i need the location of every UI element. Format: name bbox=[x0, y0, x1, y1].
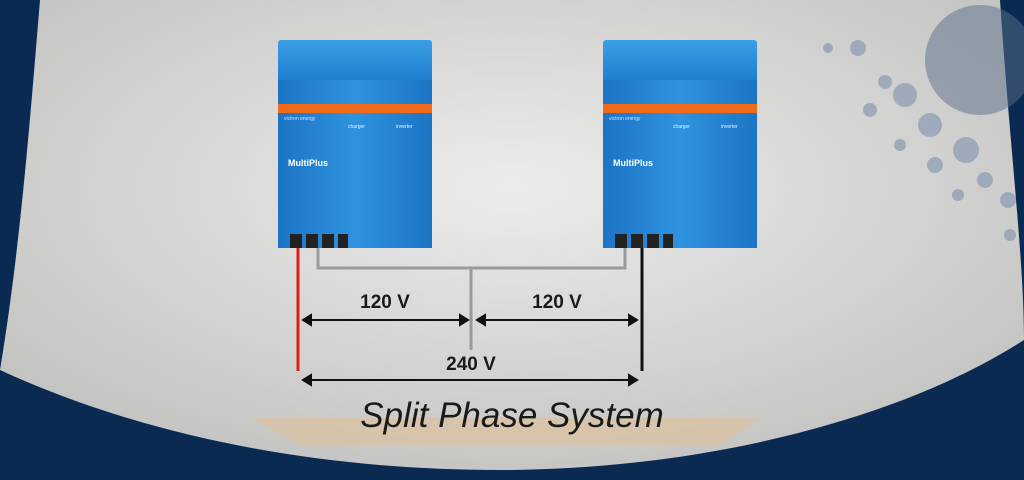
decor-dots bbox=[823, 40, 1016, 241]
voltage-label-total: 240 V bbox=[446, 354, 496, 375]
cable-glands bbox=[290, 234, 348, 248]
charger-label: charger bbox=[348, 124, 365, 130]
voltage-label-leg2: 120 V bbox=[532, 292, 582, 313]
device-brand: victron energy bbox=[609, 116, 641, 122]
inverter-device-left: victron energy charger inverter MultiPlu… bbox=[278, 40, 432, 250]
device-model: MultiPlus bbox=[613, 158, 653, 168]
voltage-label-leg1: 120 V bbox=[360, 292, 410, 313]
cable-glands bbox=[615, 234, 673, 248]
inverter-label: inverter bbox=[721, 124, 738, 130]
inverter-device-right: victron energy charger inverter MultiPlu… bbox=[603, 40, 757, 250]
wall bbox=[0, 0, 1024, 470]
floor bbox=[250, 418, 760, 445]
decor-circle bbox=[925, 5, 1024, 115]
device-model: MultiPlus bbox=[288, 158, 328, 168]
charger-label: charger bbox=[673, 124, 690, 130]
device-brand: victron energy bbox=[284, 116, 316, 122]
diagram-title: Split Phase System bbox=[360, 396, 664, 435]
inverter-label: inverter bbox=[396, 124, 413, 130]
